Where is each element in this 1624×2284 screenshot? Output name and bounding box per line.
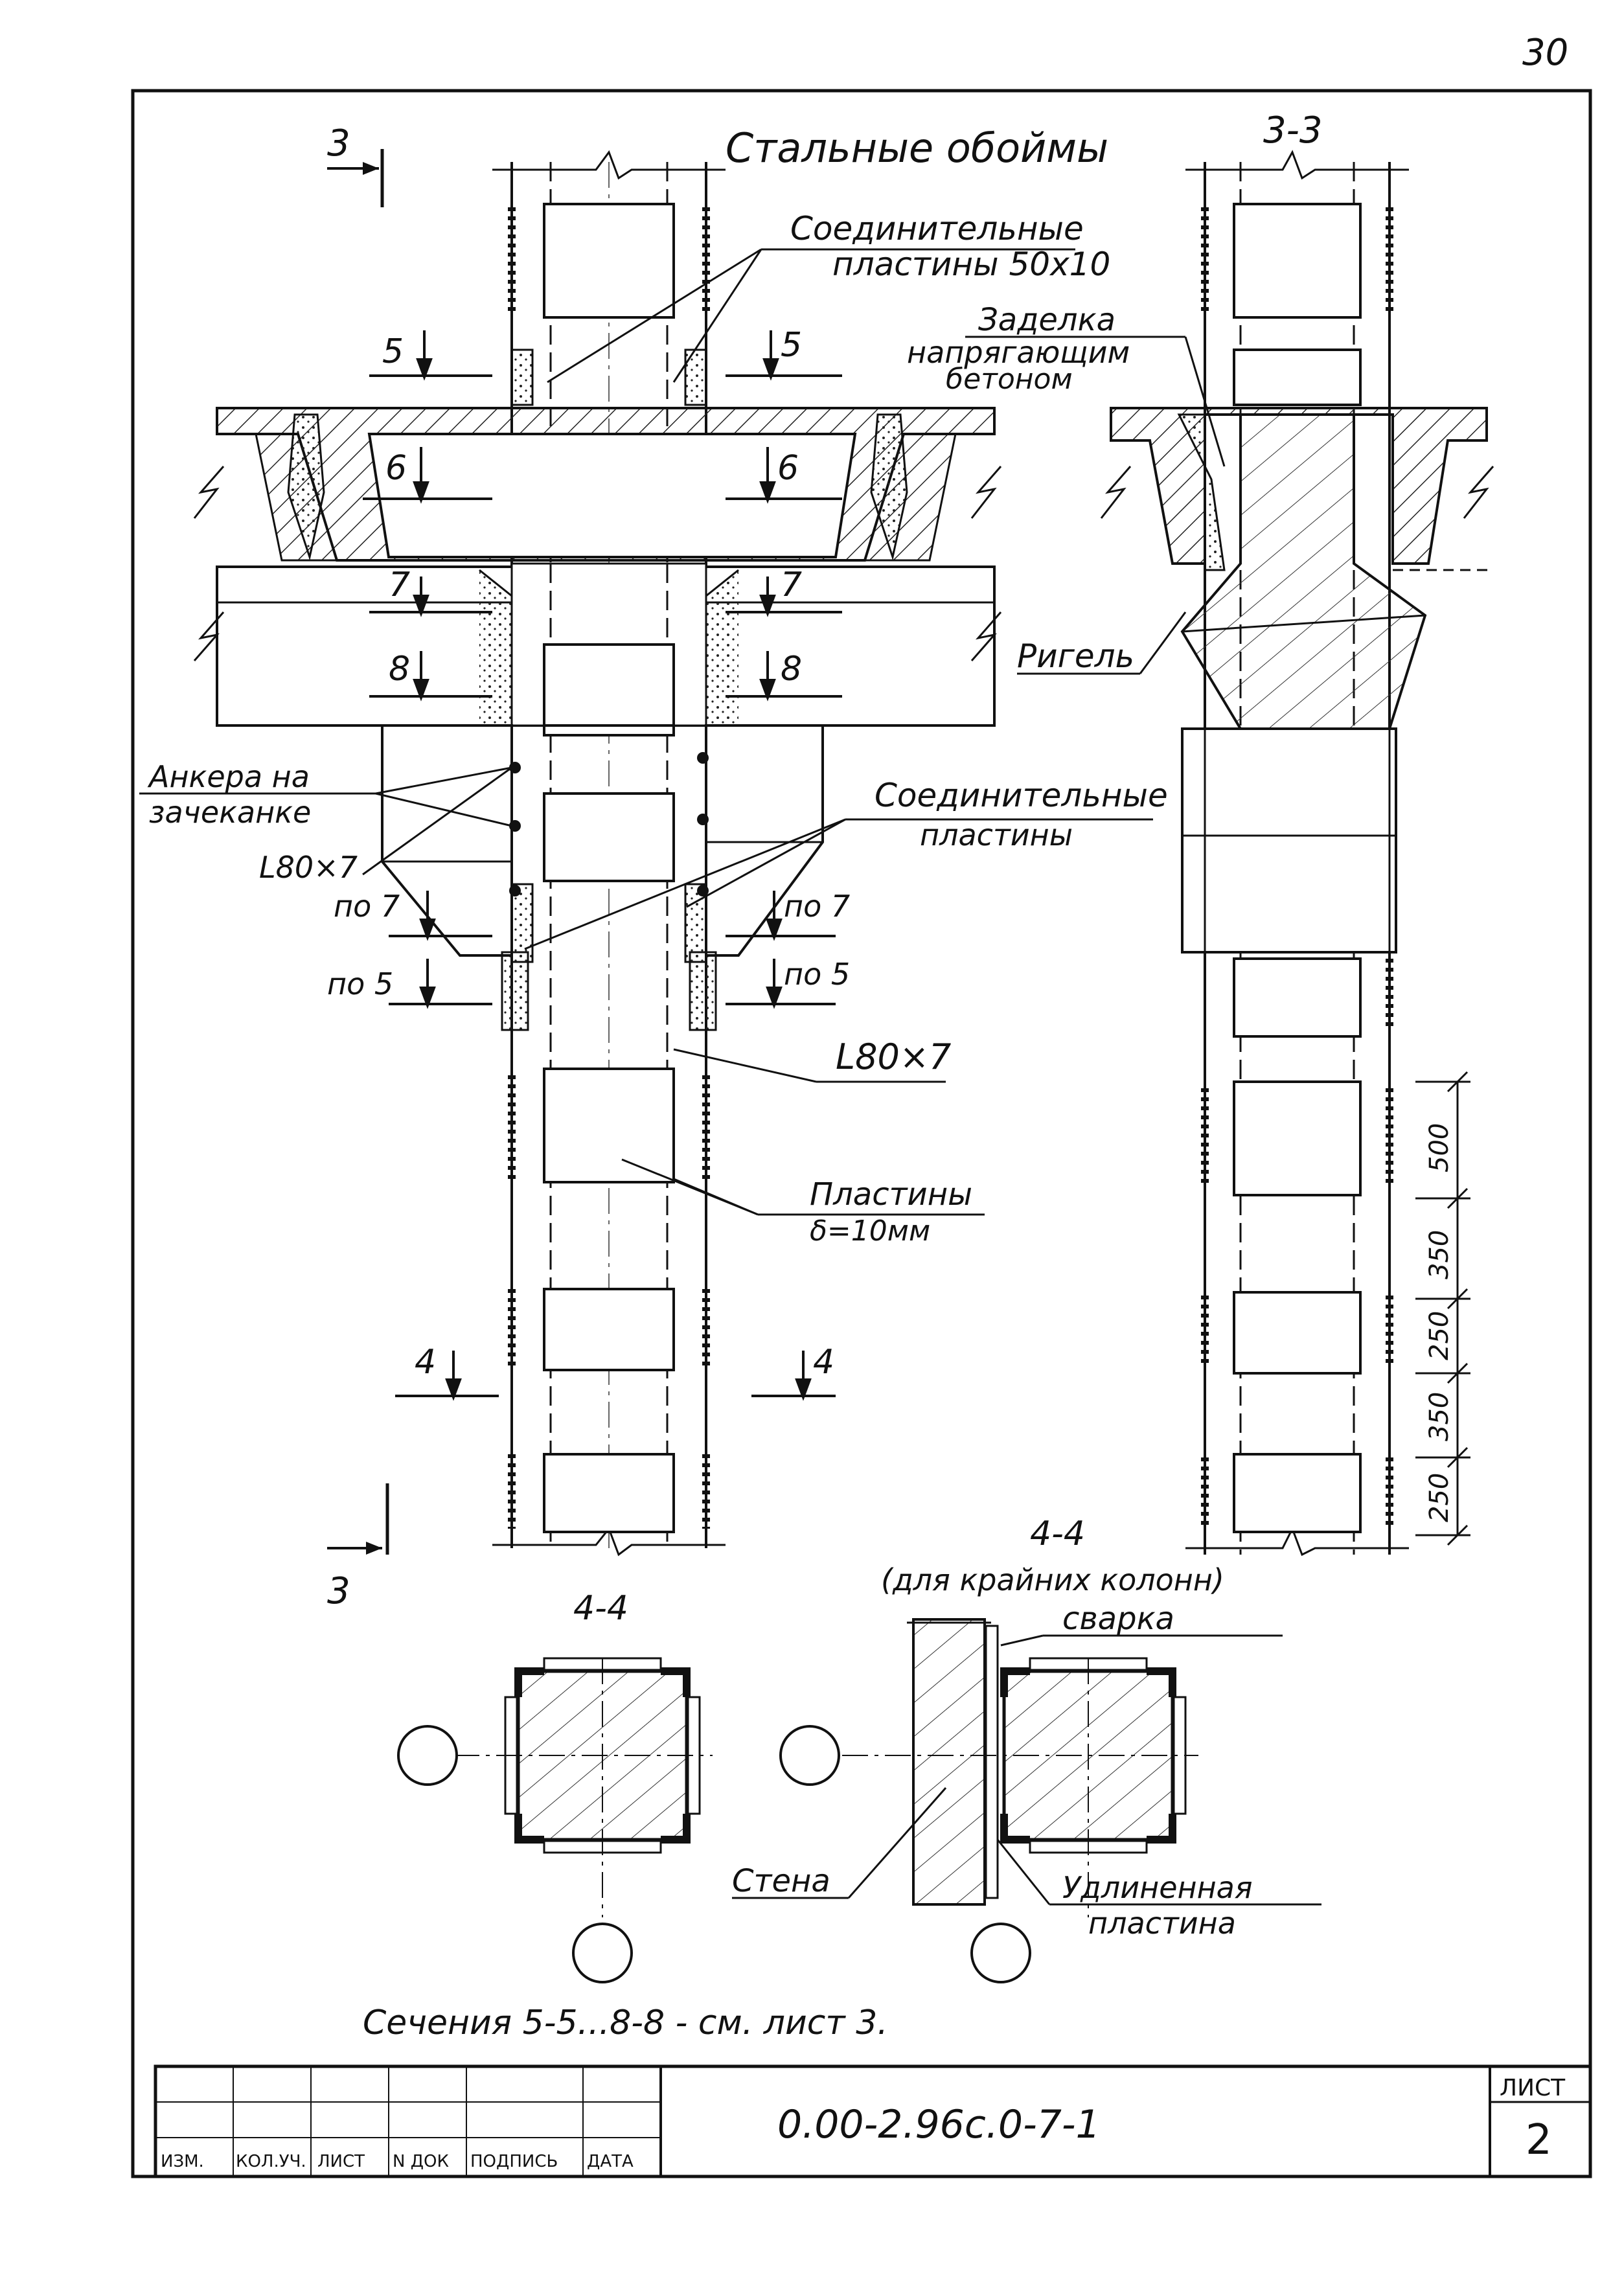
label-sealing-3: бетоном	[946, 363, 1073, 396]
label-connecting-plates-2: пластины 50х10	[832, 246, 1110, 283]
label-rigel: Ригель	[1017, 637, 1134, 675]
cut-mark-7-left: 7	[389, 565, 410, 604]
section-4-4: 4-4	[397, 1589, 713, 1983]
cut-mark-4-right: 4	[813, 1343, 834, 1382]
tb-col-date: ДАТА	[587, 2152, 634, 2171]
tb-col-list: ЛИСТ	[317, 2152, 365, 2171]
label-sealing-2: напрягающим	[907, 335, 1130, 370]
label-sealing-1: Заделка	[978, 302, 1115, 338]
cut-mark-8-right: 8	[781, 650, 802, 689]
label-anchors-2: зачеканке	[149, 795, 311, 830]
label-angle-small: L80×7	[259, 850, 358, 885]
tb-col-kolch: КОЛ.УЧ.	[236, 2152, 306, 2171]
cut-mark-6-right: 6	[777, 449, 799, 488]
cut-po5-right: по 5	[784, 957, 850, 992]
tb-col-signature: ПОДПИСЬ	[470, 2152, 558, 2171]
label-extended-plate-1: Удлиненная	[1062, 1870, 1253, 1905]
svg-text:3: 3	[327, 122, 350, 165]
dim-350-b: 350	[1424, 1392, 1454, 1441]
cut-mark-6-left: 6	[385, 449, 407, 488]
page-number: 30	[1522, 32, 1568, 74]
cut-mark-7-right: 7	[781, 565, 802, 604]
section-3-3: Заделка напрягающим бетоном Ригель 500 3…	[907, 150, 1494, 1557]
drawing-frame	[131, 89, 1592, 2178]
label-connecting-plates-b1: Соединительные	[875, 777, 1168, 814]
label-anchors-1: Анкера на	[147, 759, 310, 794]
label-plates-2: δ=10мм	[810, 1215, 930, 1248]
cut-mark-4-left: 4	[415, 1343, 436, 1382]
tb-col-ndok: N ДОК	[393, 2152, 449, 2171]
cut-mark-3-bottom: 3	[327, 1483, 389, 1612]
label-connecting-plates-1: Соединительные	[790, 210, 1084, 247]
section-4-4-title: 4-4	[573, 1589, 628, 1628]
label-connecting-plates-b2: пластины	[920, 817, 1073, 852]
document-code: 0.00-2.96с.0-7-1	[777, 2102, 1101, 2147]
section-3-3-label: 3-3	[1263, 109, 1322, 152]
dim-500: 500	[1424, 1123, 1454, 1172]
label-extended-plate-2: пластина	[1088, 1906, 1236, 1941]
dim-350-a: 350	[1424, 1230, 1454, 1279]
section-4-4b-subtitle: (для крайних колонн)	[881, 1562, 1224, 1597]
sections-note: Сечения 5-5...8-8 - см. лист 3.	[363, 2004, 888, 2042]
cut-mark-8-left: 8	[389, 650, 410, 689]
dim-250-b: 250	[1424, 1473, 1454, 1522]
section-4-4-edge: 4-4 (для крайних колонн)	[732, 1514, 1321, 1983]
section-4-4b-title: 4-4	[1030, 1514, 1085, 1553]
cut-mark-3-top: 3	[327, 122, 384, 207]
cut-po7-left: по 7	[334, 889, 400, 924]
cut-mark-5-left: 5	[382, 332, 404, 371]
dimension-chain	[1415, 1071, 1470, 1546]
title-block: ИЗМ. КОЛ.УЧ. ЛИСТ N ДОК ПОДПИСЬ ДАТА 0.0…	[154, 2064, 1592, 2178]
cut-po7-right: по 7	[784, 889, 850, 924]
dim-250-a: 250	[1424, 1311, 1454, 1360]
cut-mark-5-right: 5	[781, 326, 802, 365]
label-wall: Стена	[732, 1863, 830, 1899]
left-elevation: 5 5 6 6 7 7 8 8 4 4 по 7 по 7 по 5 по 5	[139, 150, 1168, 1557]
sheet-number: 2	[1526, 2116, 1552, 2164]
cut-marks-left	[363, 330, 842, 1401]
label-welding: сварка	[1062, 1601, 1174, 1637]
drawing-title: Стальные обоймы	[726, 124, 1108, 172]
sheet-label: ЛИСТ	[1500, 2075, 1566, 2101]
label-plates-1: Пластины	[810, 1176, 972, 1213]
tb-col-izm: ИЗМ.	[161, 2152, 204, 2171]
svg-text:3: 3	[327, 1570, 350, 1612]
cut-po5-left: по 5	[327, 966, 393, 1001]
label-angle: L80×7	[836, 1036, 951, 1077]
